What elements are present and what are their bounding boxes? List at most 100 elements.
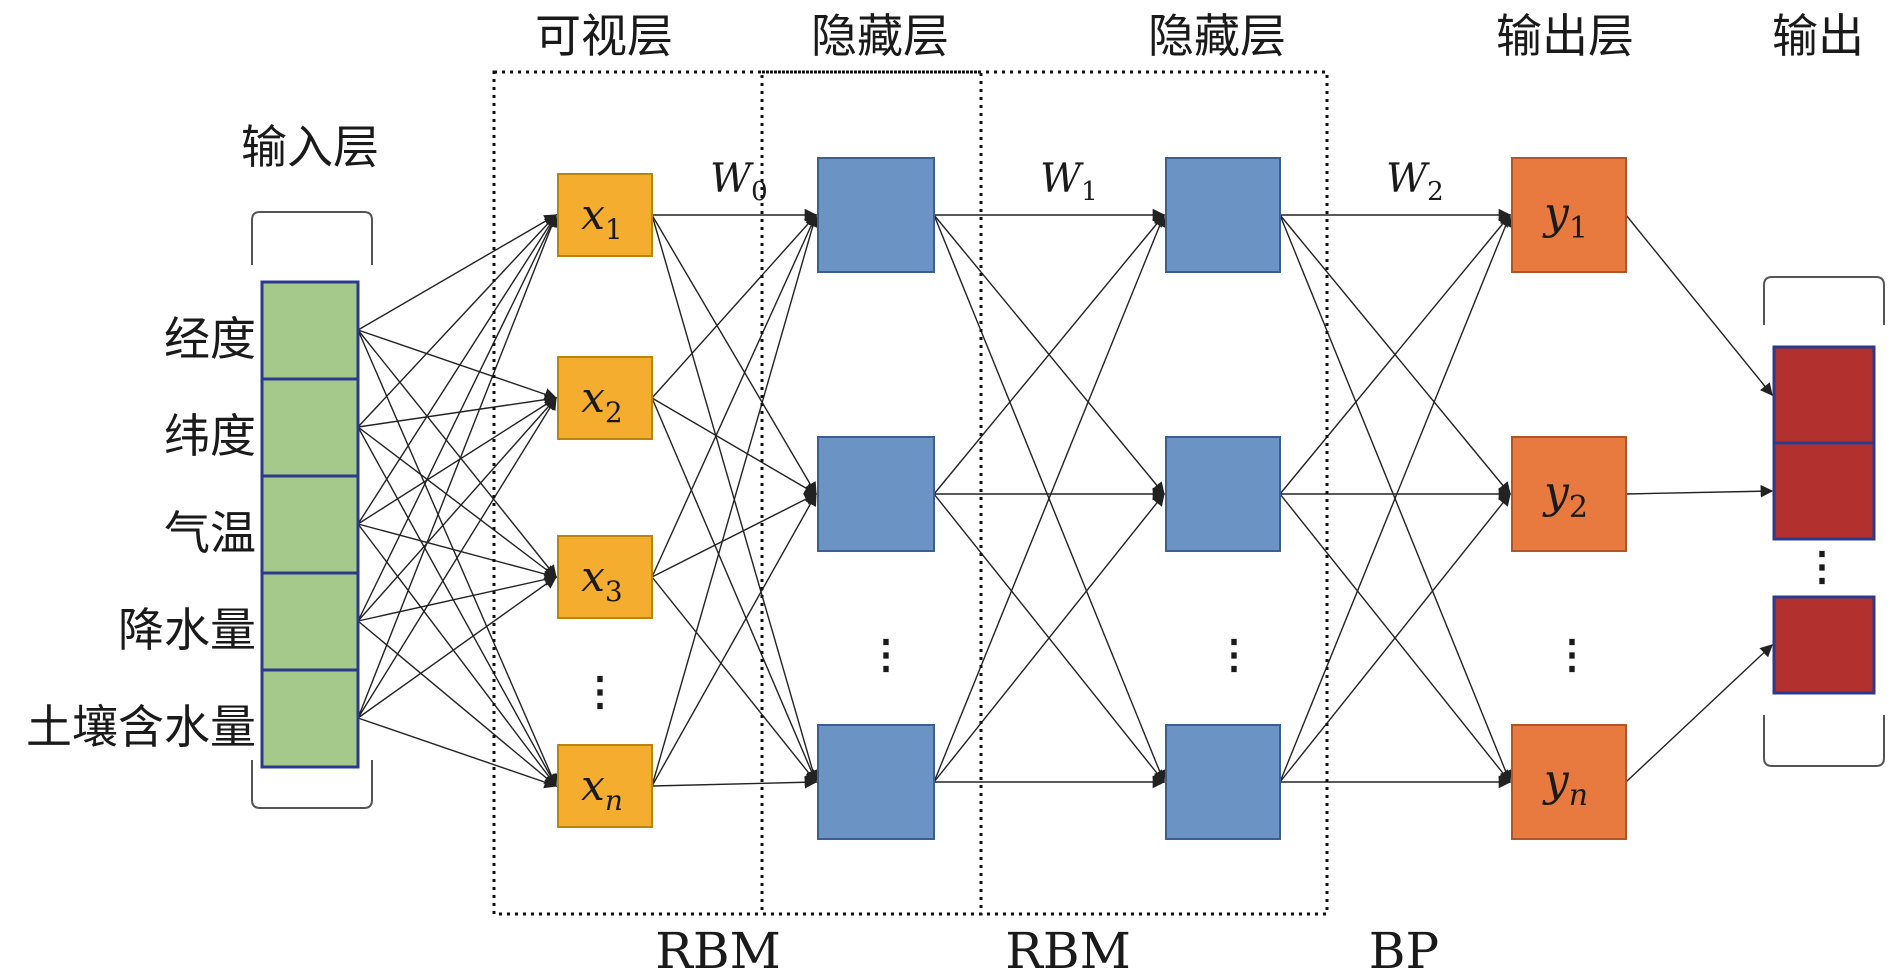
- input-bracket-bottom: [251, 760, 373, 809]
- input-column: [260, 280, 360, 769]
- hidden-layer-1-title: 隐藏层: [811, 9, 949, 63]
- input-label-temperature: 气温: [164, 506, 256, 560]
- edge-visible-1-hidden1-1: [651, 397, 818, 495]
- edge-input-2-visible-0: [357, 213, 557, 525]
- input-cell-longitude: [260, 280, 360, 381]
- output-node-y1-label: y1: [1542, 188, 1588, 246]
- weight-label-w1: W1: [1040, 156, 1098, 207]
- edge-hidden2-2-output-1: [1279, 493, 1511, 783]
- edge-input-3-visible-3: [357, 620, 557, 787]
- edge-visible-3-hidden1-0: [651, 213, 819, 787]
- input-label-longitude: 经度: [164, 312, 256, 366]
- input-bracket-top: [251, 211, 373, 265]
- visible-node-x1-label: x1: [581, 190, 623, 246]
- hidden1-node-2: [817, 436, 935, 552]
- edge-hidden1-2-hidden2-0: [933, 213, 1166, 783]
- visible-node-x3-label: x3: [581, 552, 623, 608]
- visible-layer: [557, 173, 653, 828]
- output-column-ellipsis: ⋮: [1802, 543, 1842, 590]
- edge-output-2-column: [1625, 644, 1773, 783]
- output-layer: [1511, 157, 1627, 840]
- edge-visible-2-hidden1-1: [651, 493, 818, 578]
- output-node-y1: [1511, 157, 1627, 273]
- input-cell-soil-moisture: [260, 668, 360, 769]
- visible-layer-title: 可视层: [535, 9, 673, 63]
- output-cell-1: [1772, 345, 1876, 445]
- output-bracket-bottom: [1763, 715, 1885, 767]
- output-layer-ellipsis: ⋮: [1552, 631, 1592, 678]
- edge-input-2-visible-2: [357, 523, 558, 581]
- output-cell-n: [1772, 595, 1876, 695]
- stage-label-bp: BP: [1369, 922, 1439, 978]
- input-label-soil-moisture: 土壤含水量: [26, 700, 256, 754]
- edge-input-3-visible-0: [357, 213, 557, 622]
- output-node-yn-label: yn: [1542, 755, 1588, 813]
- edge-hidden1-2-hidden2-1: [933, 493, 1165, 783]
- input-cell-temperature: [260, 474, 360, 575]
- input-layer-title: 输入层: [241, 120, 379, 174]
- visible-ellipsis: ⋮: [580, 668, 620, 715]
- edge-input-0-visible-2: [357, 329, 557, 578]
- edge-input-1-visible-1: [357, 393, 558, 428]
- stage-label-rbm-1: RBM: [655, 922, 781, 978]
- stage-label-rbm-2: RBM: [1005, 922, 1131, 978]
- hidden1-node-1: [817, 157, 935, 273]
- edge-hidden2-1-output-0: [1279, 214, 1511, 495]
- output-node-y2: [1511, 436, 1627, 552]
- edge-visible-3-hidden1-1: [651, 492, 817, 787]
- edge-visible-1-hidden1-2: [651, 397, 818, 784]
- edge-visible-2-hidden1-0: [651, 213, 818, 578]
- output-bracket-top: [1763, 276, 1885, 325]
- visible-node-xn-label: xn: [581, 761, 623, 817]
- output-cell-2: [1772, 441, 1876, 541]
- input-cell-latitude: [260, 377, 360, 478]
- edge-visible-0-hidden1-1: [651, 214, 817, 496]
- visible-node-x2: [557, 356, 653, 440]
- visible-node-x2-label: x2: [581, 373, 623, 429]
- edge-input-4-visible-0: [357, 213, 558, 719]
- edge-input-4-visible-3: [357, 717, 558, 789]
- edge-hidden2-2-output-0: [1279, 213, 1512, 783]
- edge-input-2-visible-1: [357, 397, 558, 525]
- hidden-layer-2: [1165, 157, 1281, 840]
- edge-input-4-visible-1: [357, 396, 557, 719]
- output-node-y2-label: y2: [1542, 467, 1588, 525]
- edge-input-2-visible-3: [357, 523, 557, 788]
- edge-input-0-visible-1: [357, 329, 558, 401]
- output-title: 输出: [1772, 9, 1864, 63]
- visible-node-x1: [557, 173, 653, 257]
- output-node-yn: [1511, 724, 1627, 840]
- edge-input-0-visible-0: [357, 214, 558, 331]
- rbm-box-2: [760, 70, 1329, 916]
- input-label-precipitation: 降水量: [118, 603, 256, 657]
- edge-input-3-visible-2: [357, 573, 558, 622]
- output-column: [1772, 345, 1876, 695]
- visible-node-x3: [557, 535, 653, 619]
- input-label-latitude: 纬度: [164, 409, 256, 463]
- edge-input-1-visible-0: [357, 214, 557, 428]
- edge-input-4-visible-2: [357, 576, 558, 719]
- edge-output-0-column: [1625, 214, 1773, 396]
- hidden-layer-1: [817, 157, 935, 840]
- hidden2-ellipsis: ⋮: [1214, 631, 1254, 678]
- edge-output-1-column: [1625, 484, 1774, 498]
- weight-label-w2: W2: [1386, 156, 1444, 207]
- hidden2-node-2: [1165, 436, 1281, 552]
- visible-node-xn: [557, 744, 653, 828]
- edge-visible-3-hidden1-2: [651, 775, 818, 789]
- connection-edges: [357, 208, 1774, 789]
- hidden1-node-3: [817, 724, 935, 840]
- edge-input-1-visible-2: [357, 426, 558, 578]
- edge-visible-2-hidden1-2: [651, 576, 817, 783]
- hidden2-node-3: [1165, 724, 1281, 840]
- weight-label-w0: W0: [710, 156, 768, 207]
- edge-hidden1-1-hidden2-0: [933, 214, 1165, 495]
- edge-input-1-visible-3: [357, 426, 557, 788]
- edge-visible-1-hidden1-0: [651, 214, 817, 399]
- edge-input-3-visible-1: [357, 397, 557, 622]
- input-cell-precipitation: [260, 571, 360, 672]
- output-layer-title: 输出层: [1496, 9, 1634, 63]
- hidden-layer-2-title: 隐藏层: [1148, 9, 1286, 63]
- hidden2-node-1: [1165, 157, 1281, 273]
